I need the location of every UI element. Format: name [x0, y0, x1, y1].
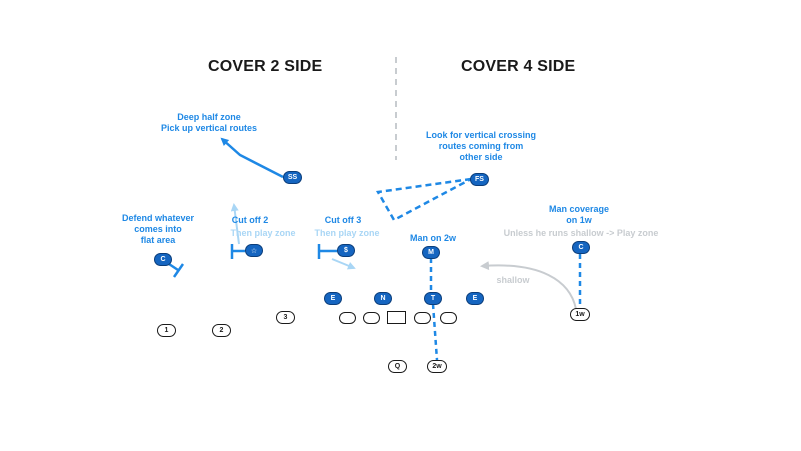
right-end-marker: E — [466, 292, 484, 305]
corner-flat-block — [172, 263, 185, 278]
man-on-2w-note: Man on 2w — [409, 233, 456, 243]
mike-marker: M — [422, 246, 440, 259]
safety-zone-arrow — [331, 258, 356, 270]
receiver-1-marker: 1 — [157, 324, 176, 337]
offensive-center — [387, 311, 406, 324]
tackle-marker: T — [424, 292, 442, 305]
man-coverage-note: Man coverage on 1w — [548, 204, 610, 225]
cut-off-3-subnote: Then play zone — [314, 228, 380, 238]
ss-deep-half-route — [220, 137, 284, 179]
receiver-2-marker: 2 — [212, 324, 231, 337]
left-corner-marker: C — [154, 253, 172, 266]
nose-marker: N — [374, 292, 392, 305]
cut-off-3-note: Cut off 3 — [324, 215, 362, 225]
shallow-route — [480, 261, 577, 310]
receiver-2w-marker: 2w — [427, 360, 447, 373]
receiver-3-marker: 3 — [276, 311, 295, 324]
money-marker: $ — [337, 244, 355, 257]
receiver-1w-marker: 1w — [570, 308, 590, 321]
cover2-side-heading: COVER 2 SIDE — [208, 58, 323, 75]
offensive-lineman — [414, 312, 431, 324]
tackle-2w-route — [431, 303, 439, 361]
left-end-marker: E — [324, 292, 342, 305]
quarterback-marker: Q — [388, 360, 407, 373]
right-corner-marker: C — [572, 241, 590, 254]
offensive-lineman — [363, 312, 380, 324]
fs-zone-triangle — [375, 177, 472, 222]
flat-area-note: Defend whatever comes into flat area — [121, 213, 195, 245]
shallow-label: shallow — [496, 275, 530, 285]
offensive-lineman — [339, 312, 356, 324]
cut-off-2-note: Cut off 2 — [231, 215, 269, 225]
cover4-side-heading: COVER 4 SIDE — [461, 58, 576, 75]
star-zone-arrow — [230, 203, 240, 245]
shallow-rule-note: Unless he runs shallow -> Play zone — [503, 228, 659, 238]
star-marker: ☆ — [245, 244, 263, 257]
offensive-lineman — [440, 312, 457, 324]
crossing-note: Look for vertical crossing routes coming… — [425, 130, 537, 162]
strong-safety-marker: SS — [283, 171, 302, 184]
free-safety-marker: FS — [470, 173, 489, 186]
deep-half-note: Deep half zone Pick up vertical routes — [160, 112, 258, 133]
cut-off-2-subnote: Then play zone — [230, 228, 296, 238]
